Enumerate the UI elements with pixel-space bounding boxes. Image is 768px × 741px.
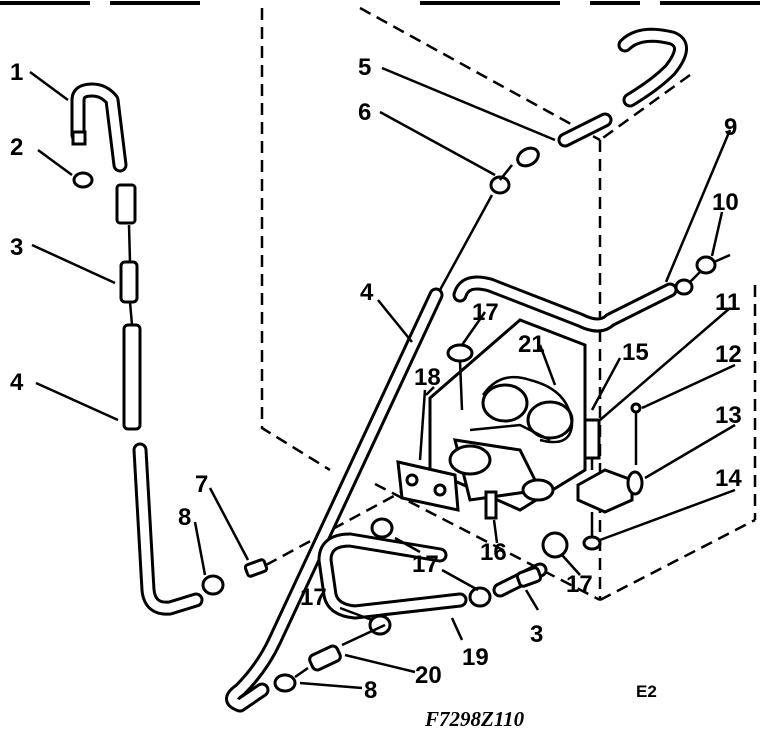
callout-10: 10: [712, 189, 739, 216]
left-hose-assembly: [70, 82, 225, 616]
callout-13: 13: [715, 402, 742, 429]
valve-outlet: [521, 478, 555, 502]
screw-part-16: [484, 490, 498, 520]
callout-8-bottom: 8: [364, 677, 377, 704]
valve-cylinder: [448, 444, 492, 476]
plate-part-18: [396, 389, 460, 512]
connector-part-20: [308, 644, 342, 672]
callout-17-middle: 17: [412, 551, 439, 578]
callout-5: 5: [358, 54, 371, 81]
callout-4-middle: 4: [360, 279, 374, 306]
bracket-panel: [428, 318, 587, 512]
callout-4-left: 4: [10, 369, 24, 396]
callout-6: 6: [358, 99, 371, 126]
top-right-hose: [557, 27, 688, 148]
connector-part-6: [516, 146, 540, 168]
callout-15: 15: [622, 339, 649, 366]
callout-19: 19: [462, 644, 489, 671]
clamp-17-middle: [468, 586, 492, 608]
screw-part-11: [583, 418, 601, 460]
gauge-left: [481, 383, 529, 423]
hose-part-9: [452, 253, 731, 333]
callout-2: 2: [10, 134, 23, 161]
callout-7: 7: [195, 471, 208, 498]
tube-part-4-left: [122, 323, 142, 431]
hose-end-segment: [71, 130, 87, 146]
callout-17-top: 17: [472, 299, 499, 326]
cabinet-outline: [260, 6, 757, 602]
callout-20: 20: [415, 662, 442, 689]
callout-3-left: 3: [10, 234, 23, 261]
callout-18: 18: [414, 364, 441, 391]
callout-3-right: 3: [530, 621, 543, 648]
figure-code: F7298Z110: [424, 707, 525, 731]
callout-11: 11: [715, 289, 740, 316]
washer-part-14: [582, 535, 602, 551]
connector-part-3-right: [515, 566, 543, 588]
callout-labels: 1 2 3 4 5 6 7 8 9 10 11 12 13 14 4 15 17…: [10, 54, 742, 704]
clamp-17-top: [446, 343, 474, 363]
screw-part-12: [630, 402, 642, 414]
callout-14: 14: [715, 465, 742, 492]
clamp-part-8-bottom: [273, 673, 297, 693]
clamp-part-2: [72, 171, 94, 189]
callout-17-right: 17: [566, 571, 593, 598]
diagonal-tube-assembly: [225, 146, 540, 713]
connector-part-3-left: [119, 260, 139, 304]
corner-mark: E2: [636, 682, 657, 701]
fitting-part-6b: [489, 175, 511, 195]
clamp-part-10: [695, 255, 717, 275]
callout-1: 1: [10, 59, 23, 86]
clamp-17-left: [370, 517, 394, 539]
leader-lines: [29, 66, 736, 690]
clamp-17-right: [541, 531, 569, 559]
coupling-segment: [115, 183, 137, 225]
callout-16: 16: [480, 539, 507, 566]
callout-12: 12: [715, 341, 742, 368]
clamp-part-8-left: [201, 574, 225, 596]
nut-part-13: [626, 470, 644, 496]
mount-bracket-parts: [576, 402, 644, 551]
callout-9: 9: [724, 114, 737, 141]
callout-21: 21: [518, 331, 545, 358]
bracket-part-13: [576, 468, 634, 514]
callout-8-left: 8: [178, 504, 191, 531]
callout-17-left: 17: [300, 584, 327, 611]
end-part-9: [674, 278, 694, 296]
